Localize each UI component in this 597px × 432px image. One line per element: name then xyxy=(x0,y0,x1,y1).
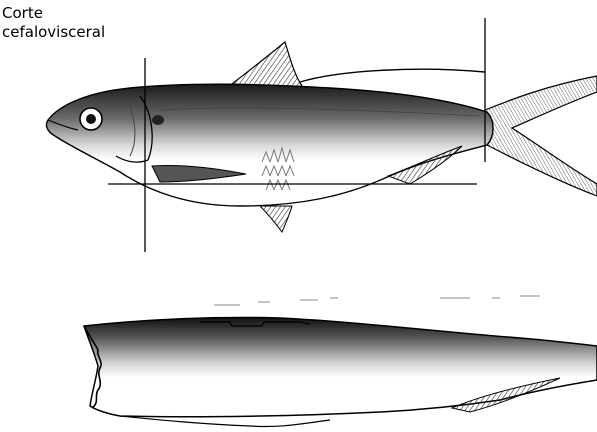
cut-belly-edge xyxy=(120,416,330,427)
cut-body xyxy=(84,317,597,416)
dorsal-fin xyxy=(232,42,302,87)
whole-fish xyxy=(46,42,597,232)
edge-specks xyxy=(214,296,540,305)
fish-body xyxy=(46,84,493,206)
pelvic-fin xyxy=(260,206,292,232)
shoulder-spot xyxy=(152,115,164,125)
cut-fish-piece xyxy=(84,296,597,427)
caudal-fin xyxy=(485,76,597,196)
back-outline xyxy=(300,69,485,82)
fish-pupil xyxy=(86,114,96,124)
